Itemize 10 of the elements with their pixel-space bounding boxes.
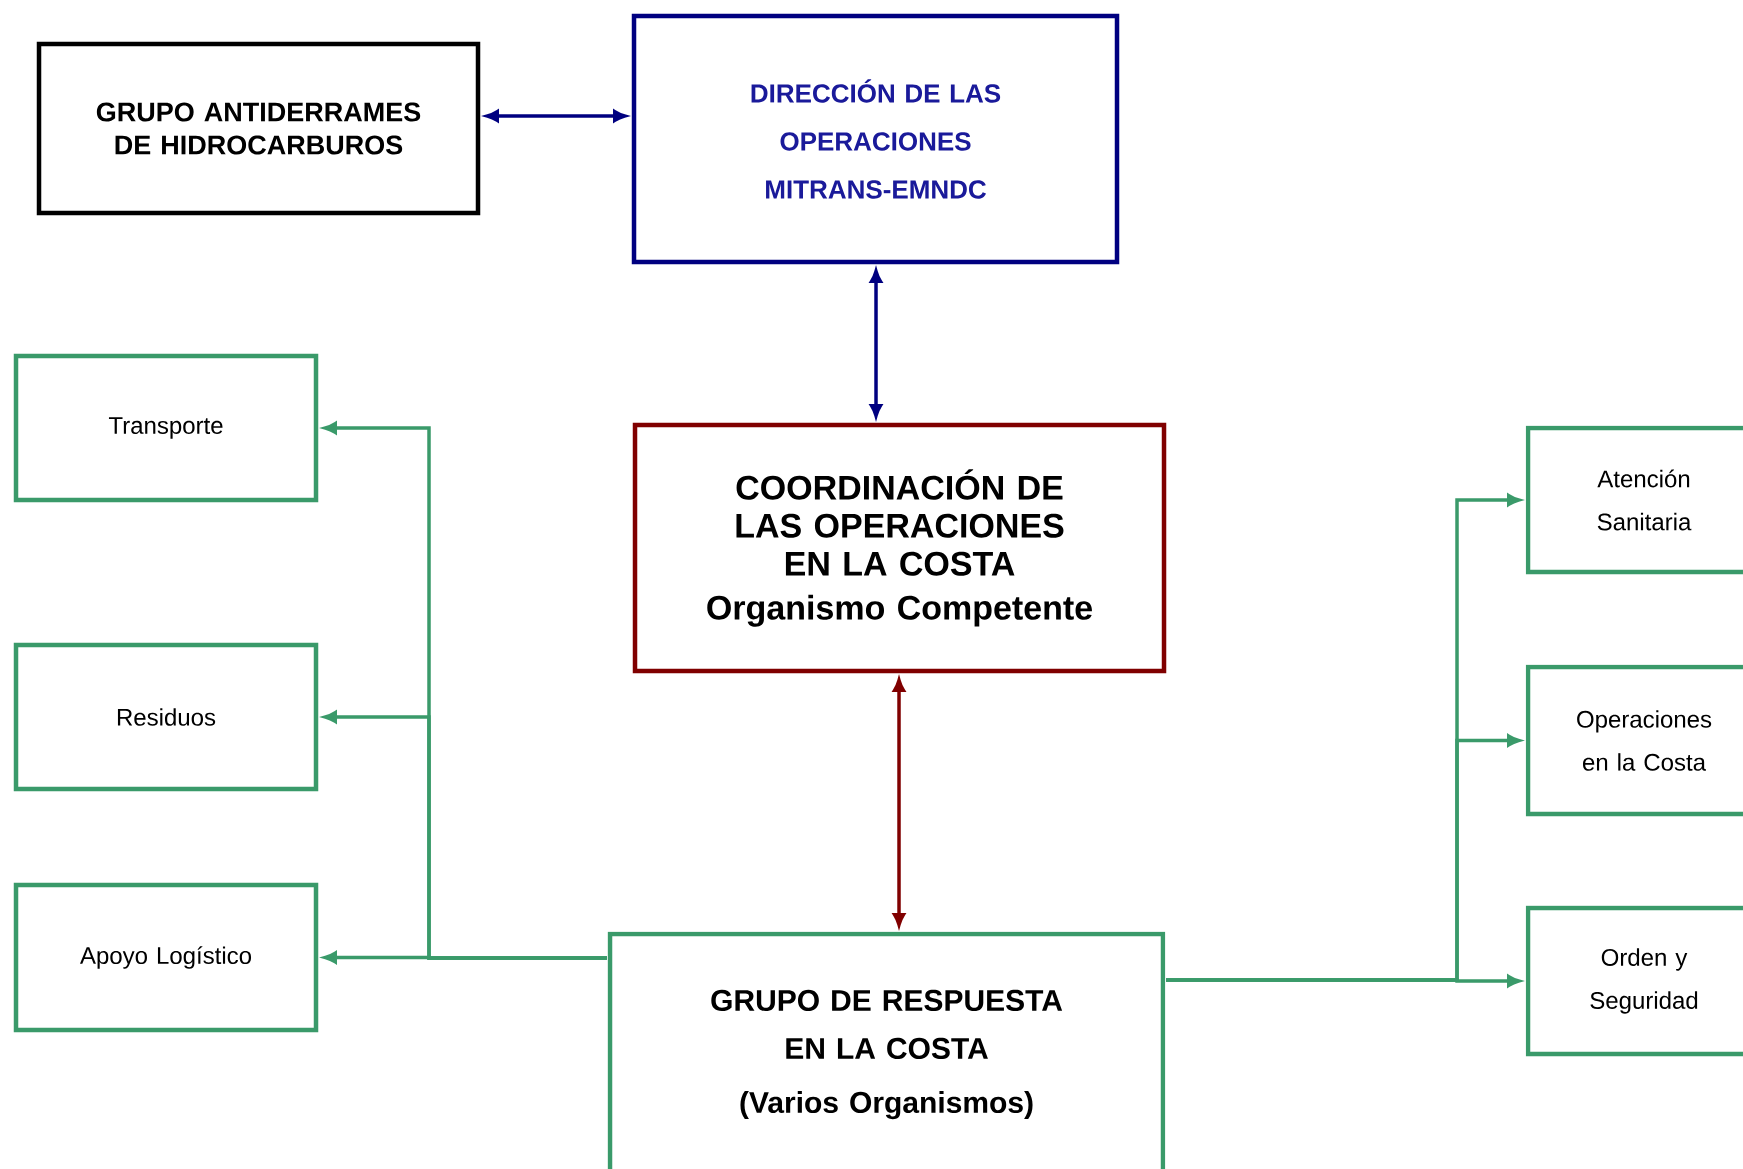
- task-box: Orden y Seguridad: [1525, 905, 1743, 1057]
- group-box: GRUPO ANTIDERRAMES DE HIDROCARBUROS: [36, 41, 481, 216]
- direction-box: DIRECCIÓN DE LAS OPERACIONES MITRANS-EMNDC: [631, 13, 1120, 265]
- response-group-box: GRUPO DE RESPUESTA EN LA COSTA (Varios Organismos): [607, 931, 1166, 1169]
- task-box: Transporte: [13, 353, 319, 503]
- coordination-box: COORDINACIÓN DE LAS OPERACIONES EN LA COSTA Organismo Competente: [632, 422, 1167, 674]
- task-box: Operaciones en la Costa: [1525, 664, 1743, 817]
- task-box: Residuos: [13, 642, 319, 792]
- task-box: Atención Sanitaria: [1525, 425, 1743, 575]
- task-box: Apoyo Logístico: [13, 882, 319, 1033]
